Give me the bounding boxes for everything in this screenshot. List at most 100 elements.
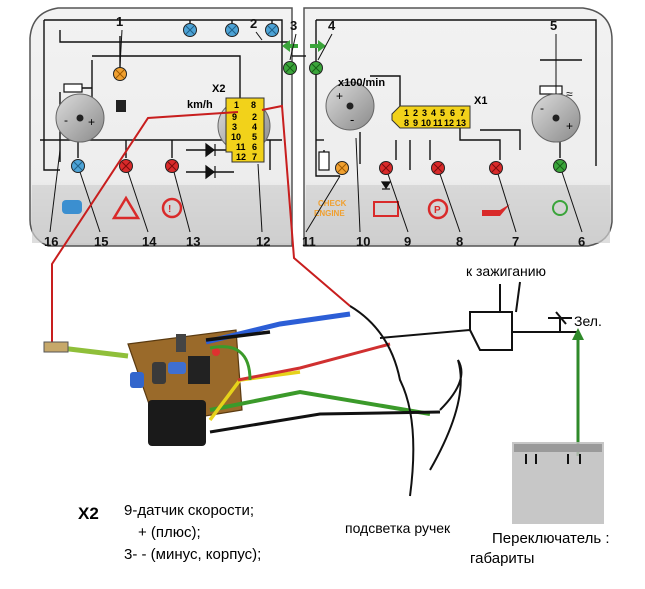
pcb-module	[127, 329, 243, 446]
callout-5: 5	[550, 18, 557, 33]
callout-numbers: 1 2 3 4 5 6 7 8 9 10 11 12 13 14 15 16	[44, 14, 585, 249]
svg-text:P: P	[434, 205, 441, 216]
x1-pin-bottom-4: 12	[444, 118, 454, 128]
x2-name: X2	[212, 83, 225, 95]
x1-pin-bottom-1: 9	[413, 118, 418, 128]
x1-pin-top-0: 1	[404, 108, 409, 118]
callout-11: 11	[302, 234, 316, 249]
capacitor-1	[130, 372, 144, 388]
lamp-9-red	[379, 161, 393, 175]
capacitor-3	[176, 334, 186, 352]
legend-line-1: 9-датчик скорости;	[124, 502, 255, 519]
x2-pin-right-3: 6	[252, 142, 257, 152]
check-engine-line2: ENGINE	[314, 209, 345, 218]
x2-pin-right-1: 4	[252, 122, 257, 132]
chip	[188, 356, 210, 384]
callout-10: 10	[356, 234, 370, 249]
x2-pin-8: 8	[251, 100, 256, 110]
coolant-icon: ≈	[566, 87, 573, 101]
callout-7: 7	[512, 234, 519, 249]
x2-pin-left-1: 3	[232, 122, 237, 132]
oil-icon	[482, 204, 510, 216]
x1-pin-top-4: 5	[440, 108, 445, 118]
lamp-15-blue	[71, 159, 85, 173]
temp-gauge-minus: -	[540, 101, 544, 115]
svg-text:!: !	[168, 204, 171, 215]
x2-pin-left-0: 9	[232, 112, 237, 122]
led	[212, 348, 220, 356]
switch-block	[512, 442, 604, 524]
fuel-gauge-plus: +	[88, 115, 95, 129]
note-switch-line1: Переключатель :	[492, 530, 610, 547]
panel-warning-icons: ! CHECK ENGINE P	[62, 195, 568, 220]
legend-title: X2	[78, 504, 99, 523]
lamp-6-green	[553, 159, 567, 173]
lamp-top-blue-1	[183, 23, 197, 37]
callout-15: 15	[94, 234, 108, 249]
x2-pin-left-2: 10	[231, 132, 241, 142]
x1-pin-top-3: 4	[431, 108, 436, 118]
green-wire-lower	[209, 389, 431, 416]
lamp-4-green	[309, 61, 323, 75]
connector-x2: X2 km/h 1 8 9 3 10 11 12 2 4 5 6 7	[187, 83, 265, 163]
parking-brake-icon	[427, 198, 449, 220]
red-wire-right	[261, 104, 351, 307]
capacitor-2	[152, 362, 166, 384]
resistor-blue	[168, 362, 186, 374]
x2-pin-left-4: 12	[236, 152, 246, 162]
callout-4: 4	[328, 18, 336, 33]
callout-12: 12	[256, 234, 270, 249]
fuel-gauge-minus: -	[64, 113, 68, 127]
callout-leaders	[49, 29, 583, 233]
headlight-icon	[62, 200, 82, 214]
legend-line-3: 3- - (минус, корпус);	[124, 546, 262, 563]
lamp-8-red	[431, 161, 445, 175]
x2-pin-right-0: 2	[252, 112, 257, 122]
x1-pins: 1 2 3 4 5 6 7 8 9 10 11 12 13	[404, 108, 466, 128]
callout-14: 14	[142, 234, 157, 249]
x2-pin-1: 1	[234, 100, 239, 110]
red-wire-module	[237, 342, 391, 382]
note-switch-line2: габариты	[470, 550, 535, 567]
x1-unit: x100/min	[338, 77, 385, 89]
callout-2: 2	[250, 16, 257, 31]
turn-arrow-icons	[282, 40, 326, 52]
x2-pin-right-2: 5	[252, 132, 257, 142]
note-green: Зел.	[574, 313, 602, 329]
callout-1: 1	[116, 14, 123, 29]
battery-icon	[373, 201, 399, 217]
relay	[148, 400, 206, 446]
resistor-mid	[318, 151, 330, 171]
legend-line-2: + (плюс);	[138, 524, 201, 541]
x1-name: X1	[474, 95, 487, 107]
x2-pin-right-4: 7	[252, 152, 257, 162]
callout-3: 3	[290, 18, 297, 33]
resistor-right	[539, 85, 563, 95]
callout-13: 13	[186, 234, 200, 249]
note-ignition: к зажиганию	[466, 263, 547, 279]
lamp-top-blue-2	[225, 23, 239, 37]
ground-terminal	[43, 341, 69, 353]
x1-pin-bottom-2: 10	[421, 118, 431, 128]
brake-icon	[161, 197, 183, 219]
callout-16: 16	[44, 234, 58, 249]
parking-lights-icon	[552, 200, 568, 216]
lamp-13-red	[165, 159, 179, 173]
green-wire-loop	[209, 345, 252, 381]
callout-6: 6	[578, 234, 585, 249]
black-wire-top	[205, 330, 271, 342]
note-handle-backlight: подсветка ручек	[345, 520, 451, 536]
lamp-7-red	[489, 161, 503, 175]
callout-8: 8	[456, 234, 463, 249]
lamp-11-orange	[335, 161, 349, 175]
lamp-top-blue-3	[265, 23, 279, 37]
x2-pin-left-3: 11	[236, 142, 246, 152]
fuel-pump-icon	[116, 100, 126, 112]
black-wire-right	[209, 410, 441, 434]
check-engine-line1: CHECK	[318, 199, 347, 208]
x1-pin-bottom-0: 8	[404, 118, 409, 128]
resistor-left	[63, 83, 83, 93]
x1-pin-top-2: 3	[422, 108, 427, 118]
